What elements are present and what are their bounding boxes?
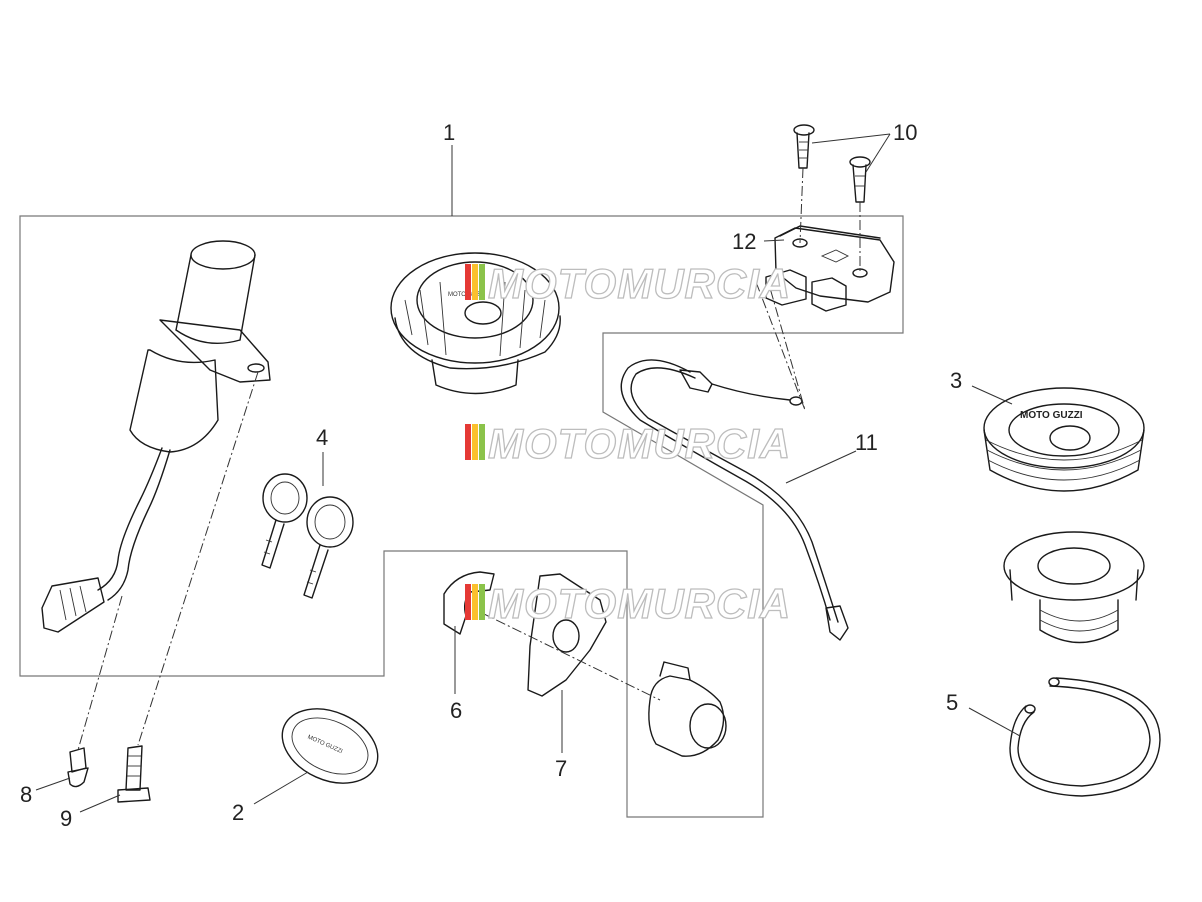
screw-10-right xyxy=(849,156,871,203)
filler-neck xyxy=(1003,531,1145,644)
watermark-1: MOTOMURCIA xyxy=(465,259,791,308)
screw-10-left xyxy=(793,124,815,169)
assembly-frames xyxy=(19,215,904,818)
watermark-text-1: MOTOMURCIA xyxy=(488,260,791,307)
keys-4 xyxy=(261,473,354,599)
callout-7: 7 xyxy=(555,756,567,781)
bracket-12 xyxy=(765,225,895,312)
callout-12: 12 xyxy=(732,229,756,254)
screw-9 xyxy=(117,745,151,803)
callout-9: 9 xyxy=(60,806,72,831)
callout-11: 11 xyxy=(855,430,878,455)
callout-5: 5 xyxy=(946,690,958,715)
watermark-2: MOTOMURCIA xyxy=(465,419,791,468)
callout-6: 6 xyxy=(450,698,462,723)
leader-lines xyxy=(35,133,1021,813)
fuel-cap-brand-text: MOTO GUZZI xyxy=(1020,410,1083,421)
plate-7 xyxy=(527,573,607,697)
emblem-2: MOTO GUZZI xyxy=(281,708,379,784)
watermark-3: MOTOMURCIA xyxy=(465,579,791,628)
callout-2: 2 xyxy=(232,800,244,825)
seat-lock xyxy=(648,661,727,757)
emblem-brand-text: MOTO GUZZI xyxy=(306,734,343,755)
callout-10: 10 xyxy=(893,120,917,145)
cable-11 xyxy=(620,359,849,641)
circlip-5 xyxy=(1009,677,1161,797)
screw-8 xyxy=(67,747,89,788)
callout-8: 8 xyxy=(20,782,32,807)
assembly-frame-1 xyxy=(19,215,904,818)
callout-4: 4 xyxy=(316,425,328,450)
ignition-switch-1 xyxy=(41,240,271,633)
watermark-text-2: MOTOMURCIA xyxy=(488,420,791,467)
assembly-guide-lines xyxy=(77,167,861,751)
watermark-text-3: MOTOMURCIA xyxy=(488,580,791,627)
callout-1: 1 xyxy=(443,120,455,145)
fuel-cap-3: MOTO GUZZI xyxy=(983,387,1145,492)
callout-labels: 1 2 3 4 5 6 7 8 9 10 11 12 xyxy=(20,120,962,831)
callout-3: 3 xyxy=(950,368,962,393)
